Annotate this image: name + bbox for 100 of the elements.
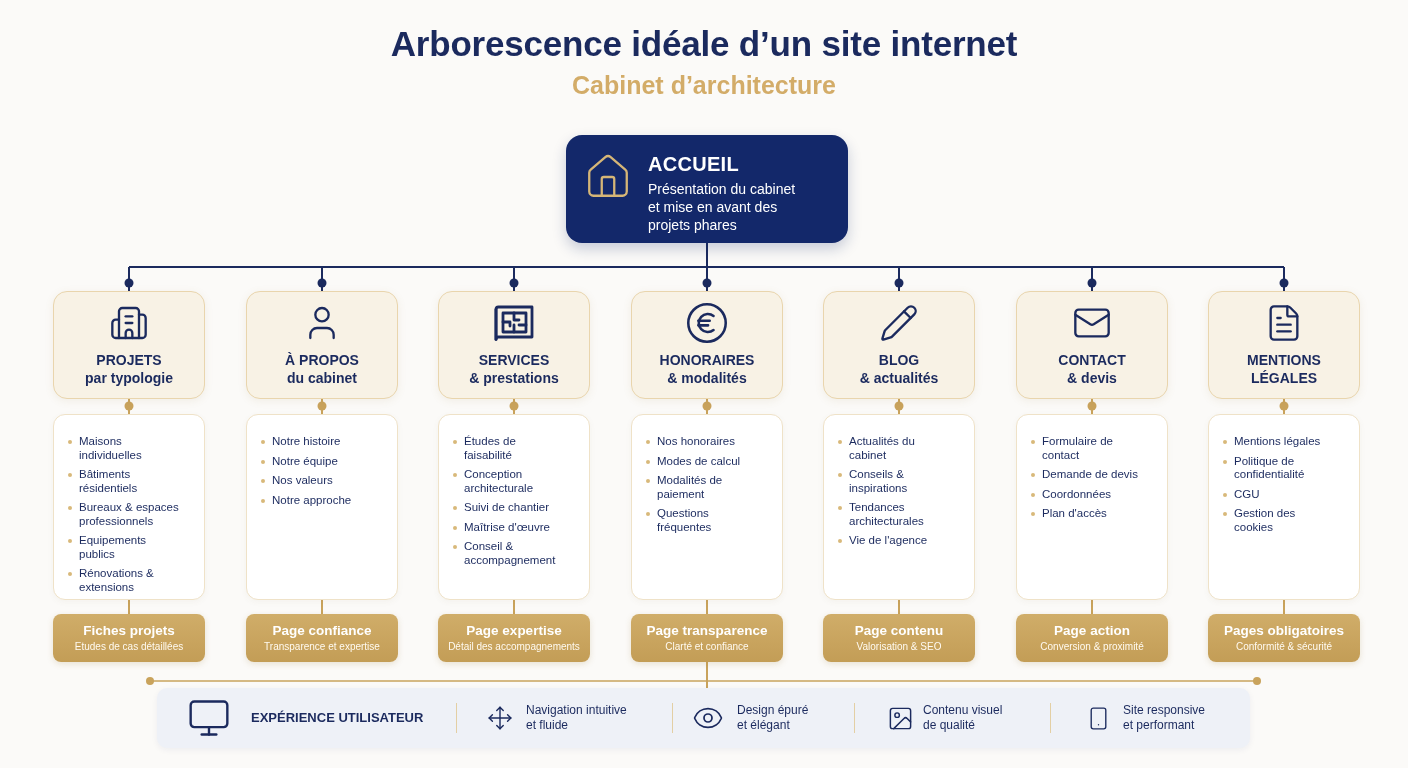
- section-card: [246, 291, 398, 399]
- section-subtitle: & prestations: [469, 369, 559, 387]
- page-type-title: Page expertise: [466, 623, 562, 639]
- home-description: Présentation du cabinet et mise en avant des projets phares: [648, 180, 797, 234]
- connector: [1283, 599, 1285, 615]
- connector: [513, 599, 515, 615]
- list-item: Politique de confidentialité: [1234, 454, 1306, 482]
- connector: [706, 599, 708, 615]
- subpage-panel: [631, 414, 783, 600]
- page-type-tag: [823, 614, 975, 662]
- section-card: [631, 291, 783, 399]
- list-item: Notre histoire: [272, 435, 341, 449]
- connector: [894, 266, 904, 292]
- page-type-tag: [246, 614, 398, 662]
- page-type-title: Page action: [1054, 623, 1130, 639]
- list-item: Suivi de chantier: [464, 501, 550, 515]
- page-type-tag: [1208, 614, 1360, 662]
- subpage-panel: [246, 414, 398, 600]
- connector: [321, 599, 323, 615]
- connector: [1087, 398, 1097, 415]
- list-item: Mentions légales: [1234, 435, 1321, 449]
- home-box: [566, 135, 848, 243]
- subpage-panel: [1208, 414, 1360, 600]
- ux-feature: Design épuré et élégant: [737, 703, 810, 733]
- list-item: Modes de calcul: [657, 454, 741, 468]
- section-title: HONORAIRES: [659, 351, 755, 369]
- page-type-title: Page transparence: [646, 623, 768, 639]
- page-type-subtitle: Détail des accompagnements: [448, 641, 580, 653]
- connector: [128, 599, 130, 615]
- connector: [317, 266, 327, 292]
- list-item: Coordonnées: [1042, 487, 1112, 501]
- connector: [1279, 266, 1289, 292]
- list-item: Vie de l'agence: [849, 534, 928, 548]
- page-type-tag: [631, 614, 783, 662]
- page-type-subtitle: Valorisation & SEO: [856, 641, 942, 653]
- list-item: Modalités de paiement: [657, 474, 724, 501]
- section-subtitle: du cabinet: [287, 369, 357, 387]
- section-title: SERVICES: [478, 351, 550, 369]
- connector: [509, 266, 519, 292]
- section-subtitle: par typologie: [85, 369, 173, 387]
- section-title: À PROPOS: [285, 351, 359, 369]
- section-card: [438, 291, 590, 399]
- list-item: Notre approche: [272, 493, 352, 507]
- section-title: PROJETS: [96, 351, 162, 369]
- list-item: Conception architecturale: [464, 468, 535, 495]
- list-item: Bureaux & espaces professionnels: [79, 501, 179, 528]
- list-item: Actualités du cabinet: [849, 435, 916, 462]
- connector: [1279, 398, 1289, 415]
- ux-bar: [157, 688, 1250, 748]
- list-item: Nos valeurs: [272, 474, 333, 488]
- connector: [124, 398, 134, 415]
- list-item: Plan d'accès: [1042, 507, 1107, 521]
- connector: [124, 266, 134, 292]
- page-type-tag: [53, 614, 205, 662]
- page-type-subtitle: Clarté et confiance: [665, 641, 749, 653]
- list-item: Questions fréquentes: [657, 507, 713, 534]
- section-title: MENTIONS LÉGALES: [1246, 351, 1322, 387]
- page-type-title: Pages obligatoires: [1223, 623, 1344, 639]
- section-card: [53, 291, 205, 399]
- list-item: Bâtiments résidentiels: [79, 468, 139, 495]
- section-card: [823, 291, 975, 399]
- page-type-title: Page confiance: [272, 623, 372, 639]
- page-type-tag: [438, 614, 590, 662]
- connector: [317, 398, 327, 415]
- page-type-subtitle: Transparence et expertise: [264, 641, 380, 653]
- section-subtitle: & modalités: [667, 369, 747, 387]
- list-item: Gestion des cookies: [1234, 507, 1297, 534]
- subpage-panel: [1016, 414, 1168, 600]
- ux-feature: Navigation intuitive et fluide: [526, 703, 628, 733]
- connector: [706, 661, 708, 689]
- subtitle: Cabinet d’architecture: [572, 70, 836, 100]
- title: Arborescence idéale d’un site internet: [390, 23, 1018, 65]
- list-item: Tendances architecturales: [849, 501, 925, 528]
- list-item: Rénovations & extensions: [79, 567, 155, 594]
- list-item: CGU: [1234, 487, 1260, 501]
- list-item: Études de faisabilité: [464, 435, 517, 462]
- connector: [702, 266, 712, 292]
- ux-feature: Site responsive et performant: [1123, 703, 1207, 733]
- connector: [894, 398, 904, 415]
- list-item: Notre équipe: [272, 454, 338, 468]
- list-item: Conseil & accompagnement: [464, 540, 557, 567]
- list-item: Demande de devis: [1042, 468, 1138, 482]
- section-subtitle: & actualités: [859, 369, 939, 387]
- section-title: BLOG: [878, 351, 920, 369]
- ux-title: EXPÉRIENCE UTILISATEUR: [251, 710, 424, 726]
- page-type-subtitle: Conformité & sécurité: [1235, 641, 1333, 653]
- connector: [1087, 266, 1097, 292]
- connector: [1091, 599, 1093, 615]
- section-card: [1016, 291, 1168, 399]
- home-title: ACCUEIL: [648, 152, 740, 176]
- subpage-panel: [53, 414, 205, 600]
- connector-trunk: [128, 242, 1285, 268]
- page-type-tag: [1016, 614, 1168, 662]
- ux-feature: Contenu visuel de qualité: [923, 703, 1004, 733]
- connector: [702, 398, 712, 415]
- connector: [898, 599, 900, 615]
- list-item: Conseils & inspirations: [849, 468, 909, 495]
- section-title: CONTACT: [1058, 351, 1126, 369]
- page-type-subtitle: Conversion & proximité: [1040, 641, 1144, 653]
- page-type-subtitle: Etudes de cas détaillées: [74, 641, 184, 653]
